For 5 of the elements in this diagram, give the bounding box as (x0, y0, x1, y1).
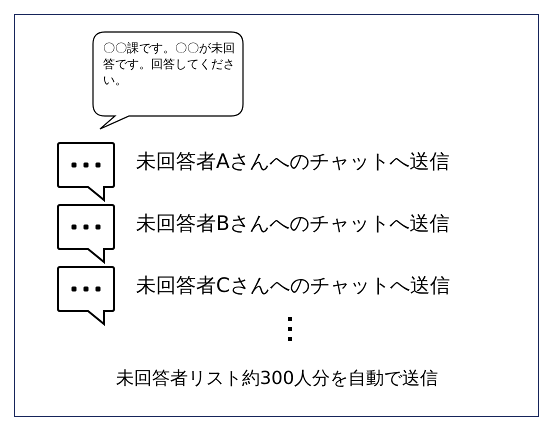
bubble-text: 〇〇課です。〇〇が未回答です。回答してください。 (103, 40, 235, 88)
summary-text: 未回答者リスト約300人分を自動で送信 (116, 368, 438, 389)
chat-send-text: 未回答者Cさんへのチャットへ送信 (136, 272, 450, 299)
chat-send-text: 未回答者Aさんへのチャットへ送信 (136, 148, 450, 175)
chat-send-text: 未回答者Bさんへのチャットへ送信 (136, 210, 450, 237)
